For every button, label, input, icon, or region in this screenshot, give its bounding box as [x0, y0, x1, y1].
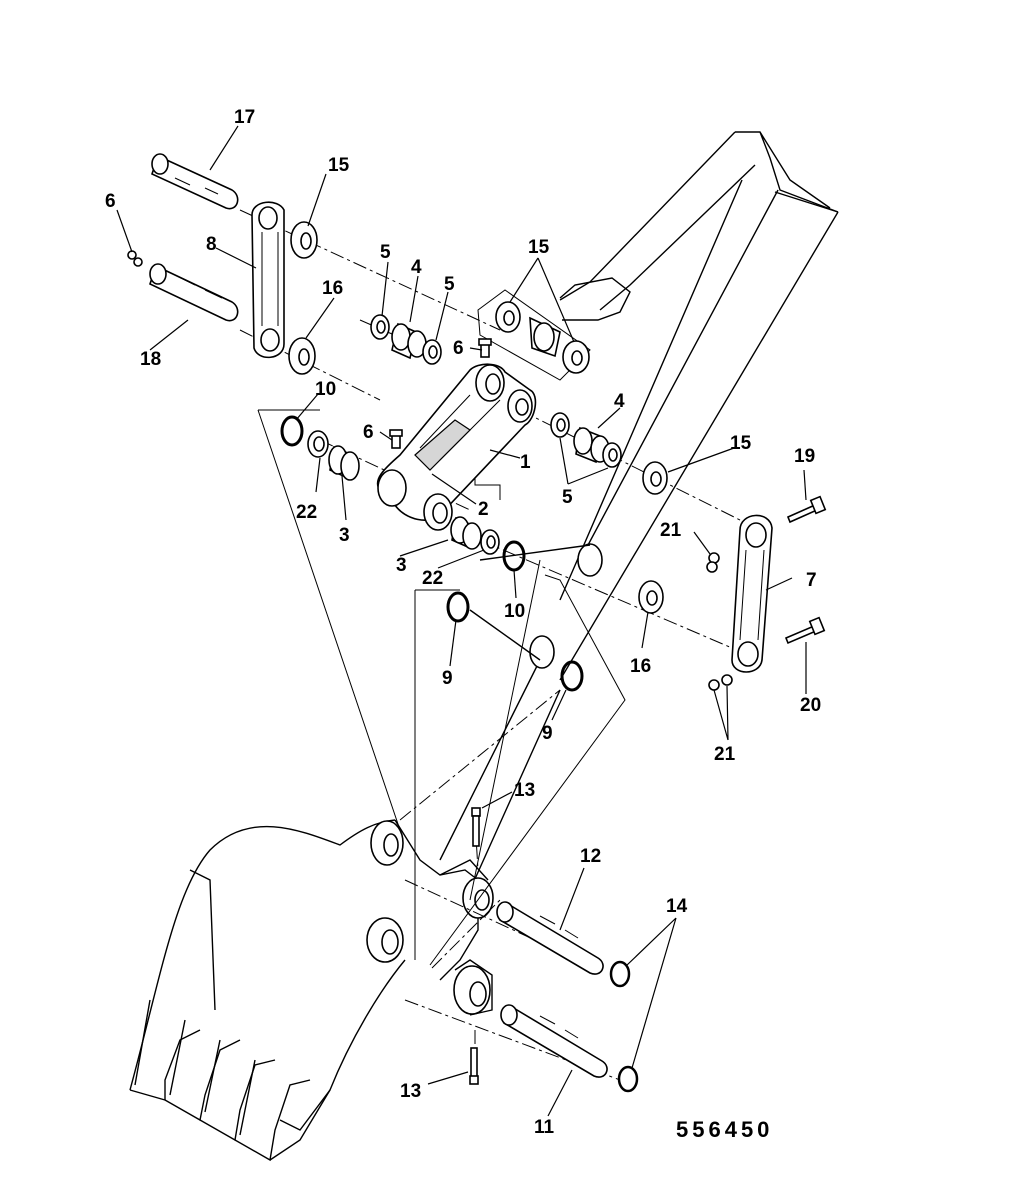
- callout-11: 11: [534, 1117, 555, 1138]
- callout-labels: 17 15 6 8 5 4 5 15 16 18 6 10 6 4 1 15 1…: [105, 107, 821, 1138]
- bolt-20: [784, 616, 826, 645]
- link-8: [251, 201, 285, 359]
- ring-9a: [446, 591, 470, 623]
- callout-18: 18: [140, 349, 161, 370]
- callout-15: 15: [328, 155, 350, 176]
- grease-nipple-6b: [478, 338, 492, 358]
- washer-16b: [638, 580, 664, 614]
- callout-5: 5: [562, 487, 573, 508]
- callout-19: 19: [794, 446, 815, 467]
- pin-11: [500, 1004, 608, 1078]
- callout-8: 8: [206, 234, 217, 255]
- pin-12: [496, 901, 604, 975]
- callout-15: 15: [730, 433, 752, 454]
- seal-22a: [307, 430, 329, 458]
- callout-13: 13: [514, 780, 535, 801]
- callout-2: 2: [478, 499, 489, 520]
- assembly-lines: [239, 209, 761, 1081]
- washers-15b: [495, 301, 590, 374]
- callout-6: 6: [363, 422, 374, 443]
- nuts-21a: [706, 552, 720, 573]
- callout-17: 17: [234, 107, 255, 128]
- callout-10: 10: [504, 601, 525, 622]
- ring-9b: [560, 660, 584, 692]
- pin-17: [151, 153, 239, 210]
- callout-14: 14: [666, 896, 688, 917]
- rings-14: [609, 960, 639, 1093]
- washer-15c: [642, 461, 668, 495]
- bushing-set-right: [550, 412, 622, 468]
- callout-1: 1: [520, 452, 531, 473]
- link-1: [376, 363, 537, 531]
- callout-3: 3: [339, 525, 350, 546]
- leader-lines: [116, 125, 807, 1117]
- callout-12: 12: [580, 846, 601, 867]
- bolt-13a: [471, 807, 481, 847]
- grease-nipple-6a: [127, 250, 143, 267]
- bucket: [129, 819, 494, 1162]
- callout-10: 10: [315, 379, 336, 400]
- grease-nipple-6c: [389, 429, 403, 449]
- callout-4: 4: [614, 391, 625, 412]
- callout-6: 6: [105, 191, 116, 212]
- callout-22: 22: [422, 568, 443, 589]
- nuts-21b: [708, 674, 733, 691]
- parts: [127, 153, 827, 1093]
- seal-22b: [480, 529, 500, 555]
- drawing-reference-number: 556450: [676, 1117, 773, 1142]
- callout-21: 21: [660, 520, 682, 541]
- bolt-13b: [469, 1047, 479, 1085]
- callout-4: 4: [411, 257, 422, 278]
- pin-18: [149, 263, 239, 322]
- washer-15a: [290, 221, 318, 259]
- callout-16: 16: [322, 278, 343, 299]
- bush-3b: [450, 516, 482, 550]
- callout-16: 16: [630, 656, 651, 677]
- callout-9: 9: [442, 668, 453, 689]
- dipper-arm: [439, 131, 839, 891]
- bushing-set-top: [370, 314, 442, 365]
- callout-5: 5: [444, 274, 455, 295]
- callout-22: 22: [296, 502, 317, 523]
- callout-7: 7: [806, 570, 817, 591]
- callout-5: 5: [380, 242, 391, 263]
- bush-3a: [328, 445, 360, 481]
- callout-20: 20: [800, 695, 821, 716]
- bolt-19: [786, 495, 827, 524]
- ring-10a: [280, 415, 304, 447]
- callout-3: 3: [396, 555, 407, 576]
- link-7: [731, 514, 773, 673]
- callout-6: 6: [453, 338, 464, 359]
- washer-16a: [288, 337, 316, 375]
- callout-13: 13: [400, 1081, 421, 1102]
- callout-9: 9: [542, 723, 553, 744]
- callout-21: 21: [714, 744, 736, 765]
- callout-15: 15: [528, 237, 550, 258]
